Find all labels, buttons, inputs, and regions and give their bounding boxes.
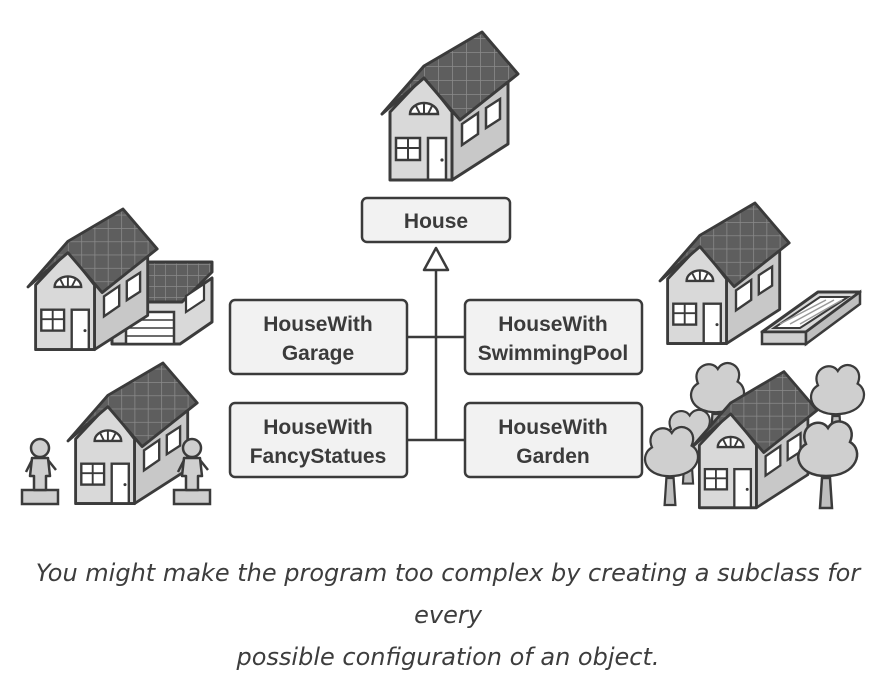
- caption-line-1: You might make the program too complex b…: [35, 559, 861, 629]
- house-with-garden-illustration: [643, 361, 866, 510]
- class-box-house-with-garage: HouseWith Garage: [228, 298, 409, 376]
- inheritance-arrowhead: [422, 246, 450, 272]
- class-label-line2: FancyStatues: [250, 445, 387, 468]
- class-box-house-with-garden: HouseWith Garden: [463, 401, 644, 479]
- house-with-swimming-pool-illustration: [658, 201, 862, 347]
- class-box-house-with-fancy-statues: HouseWith FancyStatues: [228, 401, 409, 479]
- house-with-garage-illustration: [26, 207, 214, 352]
- class-label-line2: Garage: [282, 342, 354, 365]
- class-label-line1: HouseWith: [498, 416, 607, 439]
- swimming-pool-illustration: [760, 289, 862, 347]
- class-label-line2: SwimmingPool: [478, 342, 629, 365]
- inheritance-connectors: [407, 270, 465, 442]
- tree-illustration: [643, 425, 700, 507]
- house-illustration: [380, 30, 520, 182]
- class-hierarchy-diagram: House HouseWith Garage HouseWith Swimmin…: [20, 30, 866, 510]
- class-label-line1: HouseWith: [263, 313, 372, 336]
- class-label-line2: Garden: [516, 445, 590, 468]
- class-label-line1: HouseWith: [498, 313, 607, 336]
- class-box-house: House: [360, 196, 512, 244]
- class-label-house: House: [404, 210, 468, 233]
- caption-line-2: possible configuration of an object.: [236, 643, 660, 671]
- house-with-fancy-statues-illustration: [20, 361, 212, 506]
- tree-illustration: [797, 420, 859, 510]
- class-box-house-with-swimming-pool: HouseWith SwimmingPool: [463, 298, 644, 376]
- statue-illustration: [20, 437, 60, 506]
- class-label-line1: HouseWith: [263, 416, 372, 439]
- figure-caption: You might make the program too complex b…: [0, 552, 896, 678]
